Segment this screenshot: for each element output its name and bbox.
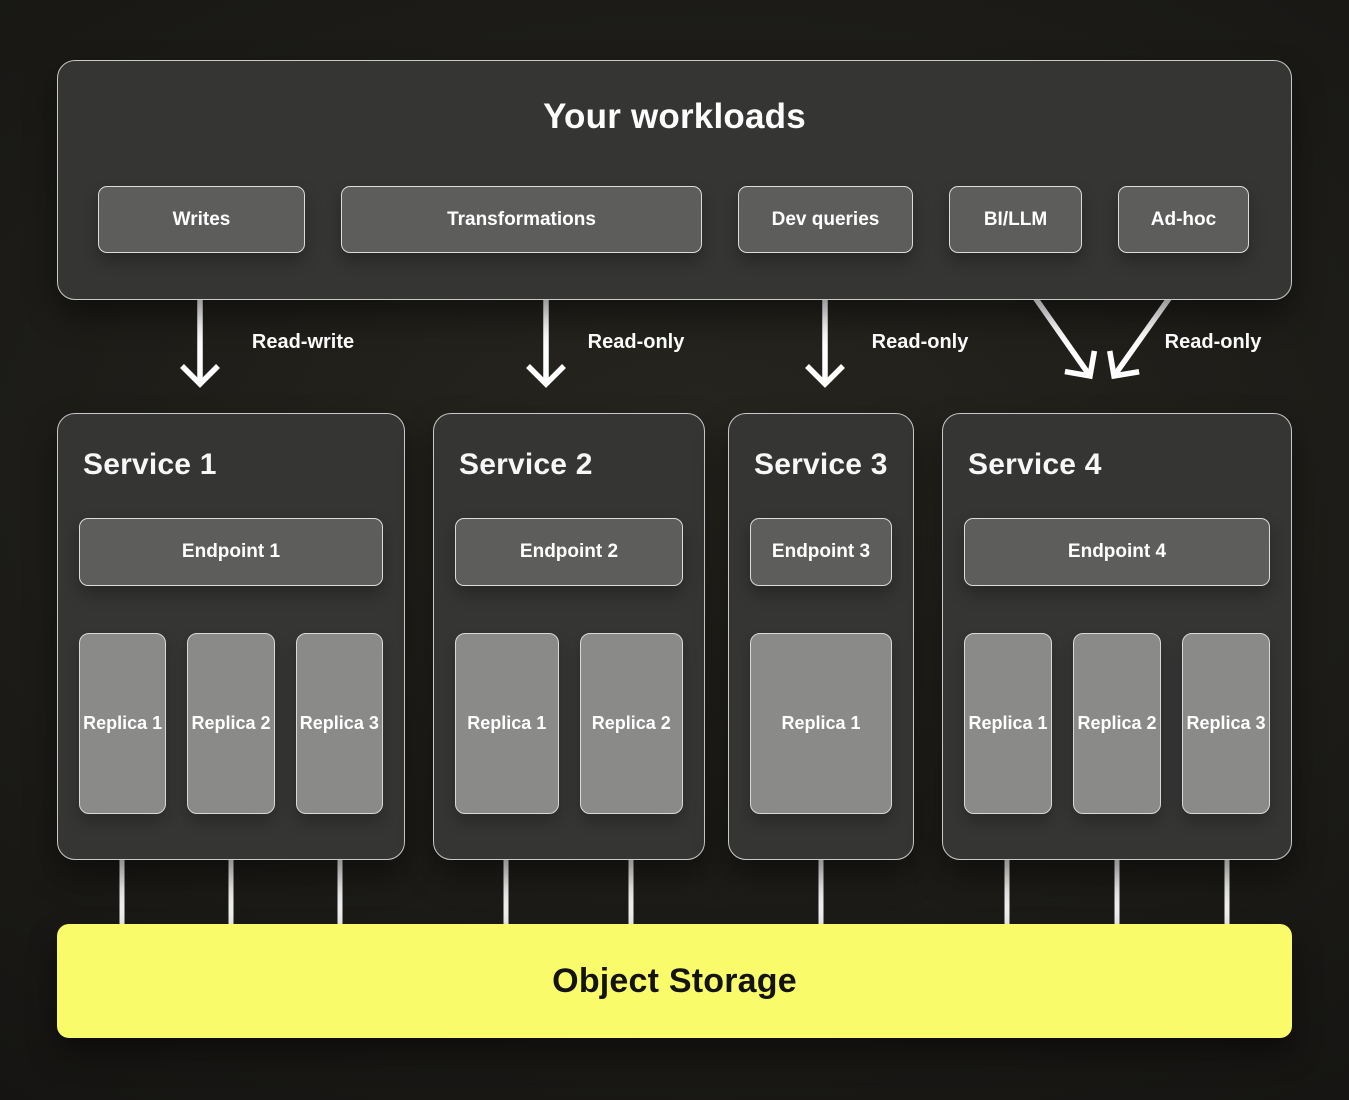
replica: Replica 2: [1073, 633, 1161, 814]
service-1-title: Service 1: [83, 448, 217, 481]
service-2-title: Service 2: [459, 448, 593, 481]
service-2-panel: Service 2 Endpoint 2 Replica 1 Replica 2: [433, 413, 705, 860]
service-3-panel: Service 3 Endpoint 3 Replica 1: [728, 413, 914, 860]
service-1-endpoint: Endpoint 1: [79, 518, 383, 586]
flow-label-read-only-2: Read-only: [871, 331, 969, 353]
replica: Replica 3: [1182, 633, 1270, 814]
replica: Replica 1: [750, 633, 892, 814]
flow-label-read-write: Read-write: [251, 331, 355, 353]
service-2-endpoint: Endpoint 2: [455, 518, 683, 586]
replica: Replica 1: [455, 633, 559, 814]
workload-bi-llm: BI/LLM: [949, 186, 1082, 253]
workload-writes: Writes: [98, 186, 305, 253]
workload-transformations: Transformations: [341, 186, 702, 253]
flow-label-read-only-3: Read-only: [1164, 331, 1262, 353]
replica: Replica 2: [579, 633, 683, 814]
storage-connectors: [119, 859, 1230, 926]
service-2-replicas: Replica 1 Replica 2: [455, 633, 683, 814]
replica: Replica 2: [187, 633, 275, 814]
replica: Replica 1: [79, 633, 167, 814]
workloads-panel: Your workloads Writes Transformations De…: [57, 60, 1292, 300]
workload-dev-queries: Dev queries: [738, 186, 913, 253]
service-4-replicas: Replica 1 Replica 2 Replica 3: [964, 633, 1270, 814]
replica: Replica 3: [295, 633, 383, 814]
service-3-replicas: Replica 1: [750, 633, 892, 814]
flow-label-read-only-1: Read-only: [587, 331, 685, 353]
service-1-replicas: Replica 1 Replica 2 Replica 3: [79, 633, 383, 814]
workloads-title: Your workloads: [543, 97, 806, 136]
service-4-endpoint: Endpoint 4: [964, 518, 1270, 586]
replica: Replica 1: [964, 633, 1052, 814]
workload-ad-hoc: Ad-hoc: [1118, 186, 1249, 253]
service-3-title: Service 3: [754, 448, 888, 481]
service-3-endpoint: Endpoint 3: [750, 518, 892, 586]
service-4-panel: Service 4 Endpoint 4 Replica 1 Replica 2…: [942, 413, 1292, 860]
service-4-title: Service 4: [968, 448, 1102, 481]
service-1-panel: Service 1 Endpoint 1 Replica 1 Replica 2…: [57, 413, 405, 860]
object-storage-bar: Object Storage: [57, 924, 1292, 1038]
